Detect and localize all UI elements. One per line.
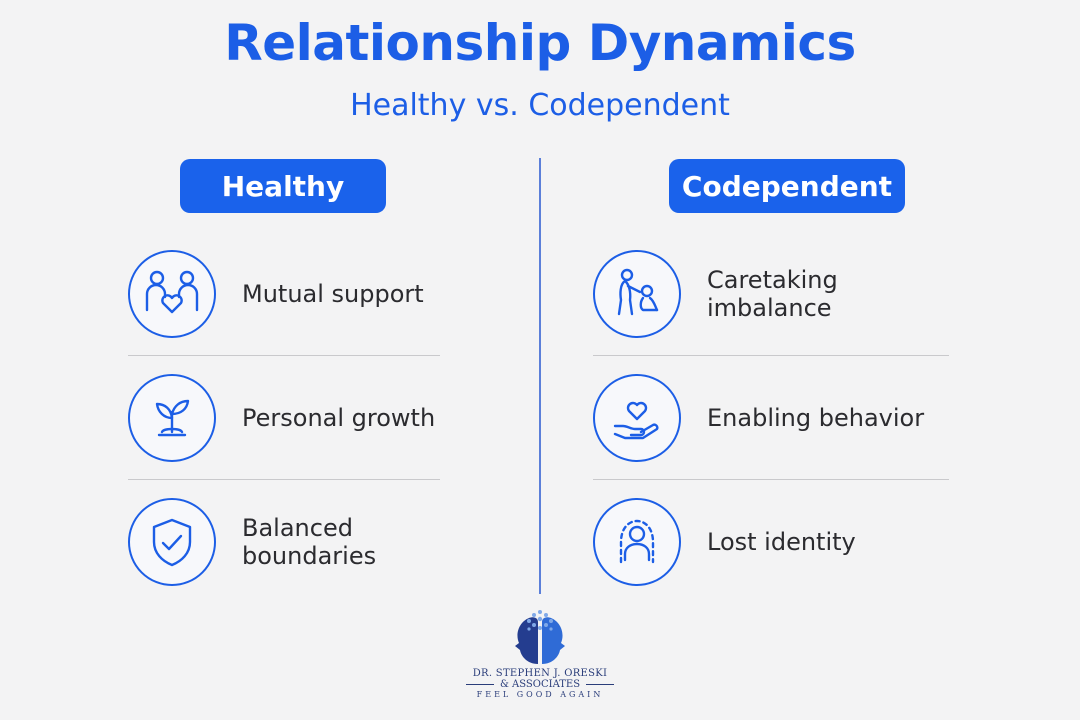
healthy-heading: Healthy bbox=[180, 159, 386, 213]
codependent-heading: Codependent bbox=[669, 159, 905, 213]
logo-associates: & ASSOCIATES bbox=[440, 679, 640, 690]
row-divider bbox=[593, 479, 949, 480]
company-logo: DR. STEPHEN J. ORESKI & ASSOCIATES FEEL … bbox=[440, 606, 640, 716]
center-divider bbox=[539, 158, 541, 594]
list-item-personal-growth: Personal growth bbox=[128, 356, 440, 480]
item-label: Enabling behavior bbox=[707, 404, 925, 432]
row-divider bbox=[593, 355, 949, 356]
item-label: Caretaking imbalance bbox=[707, 266, 838, 322]
logo-tagline: FEEL GOOD AGAIN bbox=[476, 690, 604, 699]
codependent-column: Caretaking imbalance Enabling behavior L… bbox=[593, 232, 949, 604]
hand-heart-icon bbox=[593, 374, 681, 462]
logo-heads-icon bbox=[515, 610, 565, 664]
page-title: Relationship Dynamics bbox=[224, 14, 856, 72]
item-label: Lost identity bbox=[707, 528, 856, 556]
row-divider bbox=[128, 479, 440, 480]
people-heart-icon bbox=[128, 250, 216, 338]
logo-name: DR. STEPHEN J. ORESKI bbox=[472, 668, 608, 679]
list-item-balanced-boundaries: Balanced boundaries bbox=[128, 480, 440, 604]
caretaker-icon bbox=[593, 250, 681, 338]
list-item-lost-identity: Lost identity bbox=[593, 480, 949, 604]
list-item-mutual-support: Mutual support bbox=[128, 232, 440, 356]
list-item-enabling-behavior: Enabling behavior bbox=[593, 356, 949, 480]
item-label: Personal growth bbox=[242, 404, 436, 432]
healthy-column: Mutual support Personal growth Balanced … bbox=[128, 232, 440, 604]
page-subtitle: Healthy vs. Codependent bbox=[350, 88, 730, 123]
list-item-caretaking-imbalance: Caretaking imbalance bbox=[593, 232, 949, 356]
row-divider bbox=[128, 355, 440, 356]
item-label: Balanced boundaries bbox=[242, 514, 377, 570]
sprout-icon bbox=[128, 374, 216, 462]
item-label: Mutual support bbox=[242, 280, 424, 308]
faded-person-icon bbox=[593, 498, 681, 586]
shield-check-icon bbox=[128, 498, 216, 586]
